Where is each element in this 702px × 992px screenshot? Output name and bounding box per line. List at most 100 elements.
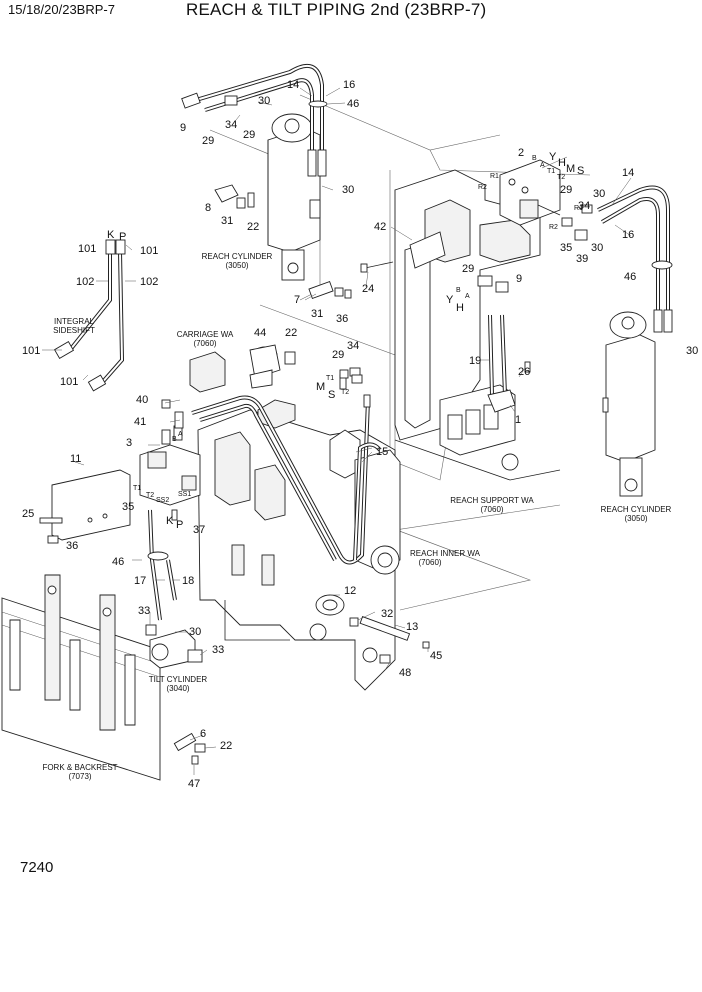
callout-46c: 46 (112, 556, 124, 568)
callout-25: 25 (22, 508, 34, 520)
port-letter-p1: P (119, 231, 126, 243)
callout-29b: 29 (243, 129, 255, 141)
cover-11 (39, 469, 131, 544)
callout-16b: 16 (622, 229, 634, 241)
port-letter-m2: M (316, 381, 325, 393)
integral-sideshift-hoses (53, 239, 126, 392)
callout-30f: 30 (189, 626, 201, 638)
hose-14-16-right (597, 185, 673, 333)
label-reach-inner-wa-1: REACH INNER WA (410, 549, 481, 558)
model-number: 15/18/20/23BRP-7 (8, 2, 115, 17)
callout-22b: 22 (285, 327, 297, 339)
callout-29a: 29 (202, 135, 214, 147)
label-reach-cylinder-left-1: REACH CYLINDER (202, 252, 273, 261)
callout-7: 7 (294, 294, 300, 306)
fork-backrest (1, 574, 161, 781)
valve-block-3 (139, 425, 201, 521)
label-reach-cylinder-right-2: (3050) (624, 514, 647, 523)
port-marks: B A T1 T2 R1 R2 R1 R2 B A T1 T2 A B T1 T… (133, 155, 583, 504)
callout-102b: 102 (140, 276, 158, 288)
label-fork-backrest-2: (7073) (68, 772, 91, 781)
callout-29c: 29 (560, 184, 572, 196)
callout-22c: 22 (220, 740, 232, 752)
callout-2: 2 (518, 147, 524, 159)
port-mark-a3: A (178, 431, 183, 438)
callout-39: 39 (576, 253, 588, 265)
reach-cylinder-left (267, 113, 321, 281)
port-mark-a2: A (465, 293, 470, 300)
callout-41: 41 (134, 416, 146, 428)
callout-14b: 14 (622, 167, 634, 179)
callout-13: 13 (406, 621, 418, 633)
port-mark-b3: B (172, 436, 177, 443)
callout-42: 42 (374, 221, 386, 233)
callout-30e: 30 (686, 345, 698, 357)
port-mark-b2: B (456, 287, 461, 294)
callout-101a: 101 (78, 243, 96, 255)
port-mark-t1c: T1 (133, 485, 141, 492)
callout-31b: 31 (311, 308, 323, 320)
port-letter-s1: S (577, 165, 584, 177)
callout-45: 45 (430, 650, 442, 662)
port-mark-t1b: T1 (326, 375, 334, 382)
port-letter-s2: S (328, 389, 335, 401)
port-mark-a1: A (540, 162, 545, 169)
label-carriage-wa-1: CARRIAGE WA (177, 330, 234, 339)
callout-30a: 30 (258, 95, 270, 107)
leader-lines (42, 87, 632, 775)
port-mark-ss2: SS2 (156, 497, 169, 504)
callout-9b: 9 (516, 273, 522, 285)
callout-15: 15 (376, 446, 388, 458)
reach-support-assembly (394, 169, 561, 481)
callout-30b: 30 (342, 184, 354, 196)
label-reach-support-wa-2: (7060) (480, 505, 503, 514)
callout-14a: 14 (287, 79, 299, 91)
port-mark-ss1: SS1 (178, 491, 191, 498)
label-tilt-cylinder-2: (3040) (166, 684, 189, 693)
callout-46b: 46 (624, 271, 636, 283)
port-letter-h1: H (558, 157, 566, 169)
label-reach-cylinder-left-2: (3050) (225, 261, 248, 270)
callout-numbers: 14 16 46 30 9 29 34 29 30 8 31 22 2 29 3… (22, 79, 698, 790)
label-carriage-wa-2: (7060) (193, 339, 216, 348)
callout-3: 3 (126, 437, 132, 449)
port-letter-y1: Y (549, 151, 557, 163)
callout-102a: 102 (76, 276, 94, 288)
port-letter-m1: M (566, 163, 575, 175)
label-reach-inner-wa-2: (7060) (418, 558, 441, 567)
plate-42 (360, 231, 446, 273)
port-mark-r2b: R2 (549, 224, 558, 231)
callout-16a: 16 (343, 79, 355, 91)
callout-101d: 101 (60, 376, 78, 388)
port-letter-y2: Y (446, 294, 454, 306)
callout-33b: 33 (212, 644, 224, 656)
reach-cylinder-right (602, 311, 656, 497)
label-integral-sideshift-1: INTEGRAL (54, 317, 95, 326)
callout-101b: 101 (140, 245, 158, 257)
callout-30d: 30 (591, 242, 603, 254)
pin-7 (308, 280, 352, 300)
label-fork-backrest-1: FORK & BACKREST (42, 763, 117, 772)
assembly-labels: REACH CYLINDER (3050) REACH CYLINDER (30… (42, 252, 671, 781)
callout-18: 18 (182, 575, 194, 587)
callout-44: 44 (254, 327, 266, 339)
label-tilt-cylinder-1: TILT CYLINDER (149, 675, 208, 684)
label-integral-sideshift-2: SIDESHIFT (53, 326, 95, 335)
callout-35b: 35 (122, 501, 134, 513)
tilt-cylinder (145, 509, 206, 765)
port-mark-t1a: T1 (547, 168, 555, 175)
callout-29e: 29 (332, 349, 344, 361)
valve-block-2 (499, 159, 593, 241)
callout-1: 1 (515, 414, 521, 426)
callout-36a: 36 (336, 313, 348, 325)
callout-26: 26 (518, 366, 530, 378)
port-letters: Y H M S Y H K P M S K P (107, 151, 584, 531)
callout-32: 32 (381, 608, 393, 620)
carriage-assembly (189, 344, 281, 393)
label-reach-support-wa-1: REACH SUPPORT WA (450, 496, 534, 505)
roller-12 (315, 594, 430, 664)
port-mark-b1: B (532, 155, 537, 162)
callout-8: 8 (205, 202, 211, 214)
callout-6: 6 (200, 728, 206, 740)
